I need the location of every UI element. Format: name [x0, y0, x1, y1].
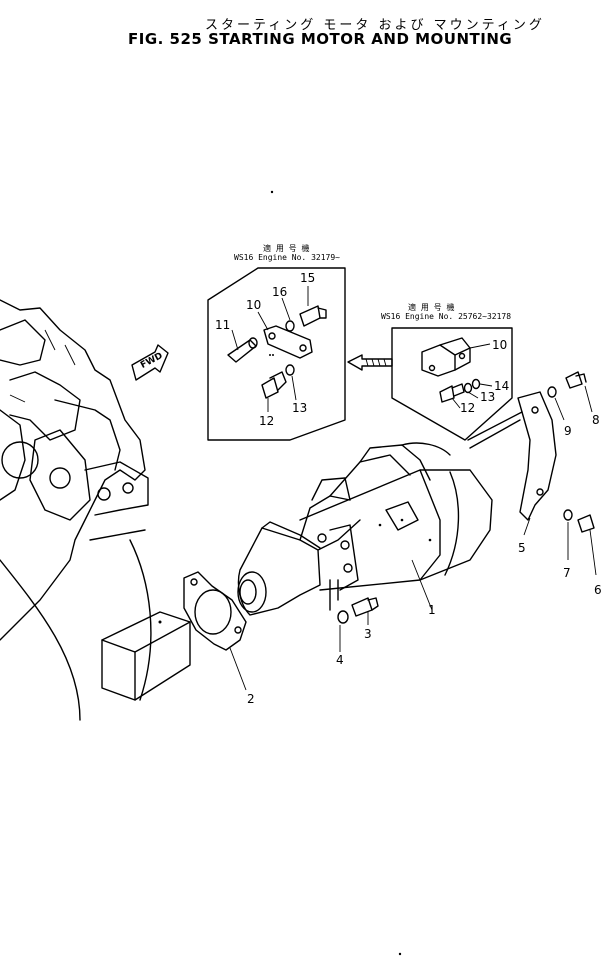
callout-11-box1: 11 — [215, 318, 231, 332]
callout-13-box1: 13 — [292, 401, 308, 415]
starting-motor — [237, 442, 493, 616]
mounting-bracket — [467, 391, 557, 521]
detail-box-1-frame — [207, 267, 346, 441]
callout-13-box2: 13 — [480, 390, 496, 404]
box1-header-serial: WS16 Engine No. 32179~ — [234, 253, 340, 262]
engine-mount-block — [101, 611, 191, 701]
callout-5: 5 — [518, 541, 526, 555]
callout-3: 3 — [364, 627, 372, 641]
engine-block — [0, 299, 152, 721]
transfer-arrow — [347, 354, 393, 371]
callout-6: 6 — [594, 583, 602, 597]
callout-10-box2: 10 — [492, 338, 508, 352]
callout-15-box1: 15 — [300, 271, 316, 285]
callout-16-box1: 16 — [272, 285, 288, 299]
callout-2: 2 — [247, 692, 255, 706]
callout-7: 7 — [563, 566, 571, 580]
box1-header-jp: 適 用 号 機 — [263, 244, 310, 253]
right-hardware — [523, 371, 597, 576]
callout-1: 1 — [428, 603, 436, 617]
bolt-and-washer — [337, 597, 379, 652]
callout-8: 8 — [592, 413, 600, 427]
box2-header-serial: WS16 Engine No. 25762~32178 — [381, 312, 512, 321]
fwd-arrow — [131, 344, 169, 381]
title-english: FIG. 525 STARTING MOTOR AND MOUNTING — [128, 30, 513, 48]
callout-12-box1: 12 — [259, 414, 275, 428]
gasket — [183, 571, 247, 691]
callout-4: 4 — [336, 653, 344, 667]
title-japanese: スターティング モータ および マウンティング — [205, 18, 545, 33]
callout-9: 9 — [564, 424, 572, 438]
callout-10-box1: 10 — [246, 298, 262, 312]
box2-header-jp: 適 用 号 機 — [408, 303, 455, 312]
callout-12-box2: 12 — [460, 401, 476, 415]
detail-box-2-frame — [391, 327, 513, 441]
callout-14-box2: 14 — [494, 379, 510, 393]
